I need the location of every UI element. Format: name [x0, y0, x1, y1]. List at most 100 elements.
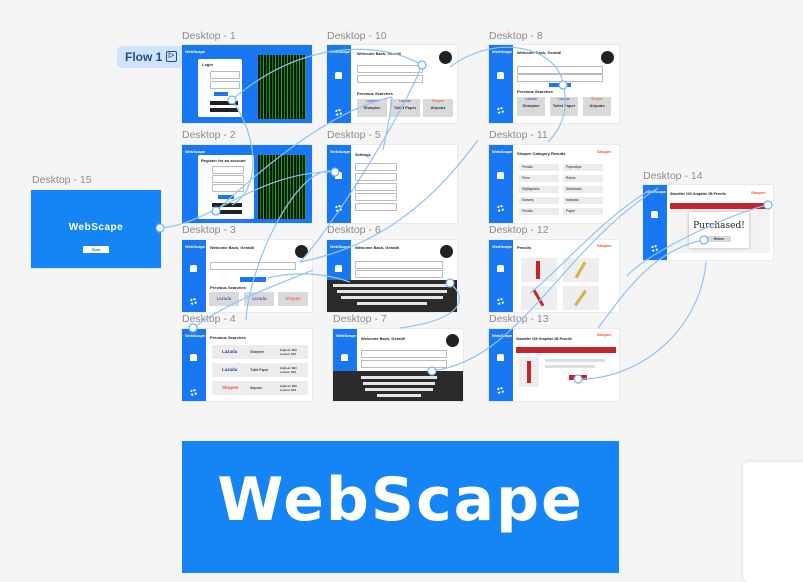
search-button[interactable] — [240, 277, 266, 282]
frame-label-desktop-3[interactable]: Desktop - 3 — [182, 224, 236, 236]
frame-desktop-11[interactable]: WebScape Shopee Category Results Shopee … — [489, 145, 619, 223]
frame-label-desktop-10[interactable]: Desktop - 10 — [327, 30, 387, 42]
home-icon[interactable] — [497, 265, 504, 272]
home-icon[interactable] — [190, 265, 197, 272]
category-item[interactable]: Rulers — [563, 175, 603, 182]
category-item[interactable]: Erasers — [519, 197, 559, 204]
search-input[interactable] — [517, 66, 603, 74]
frame-desktop-8[interactable]: WebScape Welcome Back, Gerald! Previous … — [489, 45, 619, 123]
search-input[interactable] — [357, 65, 423, 73]
settings-icon[interactable] — [190, 298, 197, 305]
category-input[interactable] — [357, 75, 423, 83]
search-history-row[interactable]: Lazada Toilet Paper Highest: $20 Lowest:… — [212, 363, 308, 377]
settings-icon[interactable] — [497, 107, 504, 114]
google-login-button[interactable] — [210, 101, 238, 105]
frame-label-desktop-5[interactable]: Desktop - 5 — [327, 129, 381, 141]
category-item[interactable]: Paper — [563, 208, 603, 215]
search-history-row[interactable]: Lazada Sharpiee Highest: $20 Lowest: $15 — [212, 345, 308, 359]
name-input[interactable] — [212, 166, 244, 174]
settings-icon[interactable] — [335, 109, 342, 116]
frame-desktop-4[interactable]: WebScape Previous Searches Lazada Sharpi… — [182, 329, 312, 401]
category-item[interactable]: Paperclips — [563, 164, 603, 171]
frame-desktop-5[interactable]: WebScape Settings — [327, 145, 457, 223]
frame-desktop-12[interactable]: WebScape Pencils Shopee — [489, 240, 619, 312]
user-avatar[interactable] — [440, 245, 453, 258]
settings-field[interactable] — [355, 183, 397, 191]
frame-desktop-6[interactable]: WebScape Welcome Back, Gerald! — [327, 240, 457, 312]
frame-desktop-13[interactable]: WebScape Staedtler 100 Graphite 2B Penci… — [489, 329, 619, 401]
settings-icon[interactable] — [651, 245, 658, 252]
product-tile[interactable] — [521, 258, 557, 282]
home-icon[interactable] — [335, 265, 342, 272]
frame-label-desktop-4[interactable]: Desktop - 4 — [182, 313, 236, 325]
register-button[interactable] — [218, 195, 234, 199]
product-tile[interactable] — [563, 286, 599, 310]
username-input[interactable] — [210, 71, 240, 79]
home-icon[interactable] — [497, 72, 504, 79]
category-item[interactable]: Pens — [519, 175, 559, 182]
onscreen-keyboard[interactable] — [327, 280, 457, 312]
user-avatar[interactable] — [439, 51, 452, 64]
frame-label-desktop-12[interactable]: Desktop - 12 — [489, 224, 549, 236]
frame-desktop-7[interactable]: WebScape Welcome Back, Gerald! — [333, 329, 463, 401]
user-avatar[interactable] — [446, 334, 459, 347]
frame-label-desktop-6[interactable]: Desktop - 6 — [327, 224, 381, 236]
category-input[interactable] — [517, 74, 603, 82]
settings-field[interactable] — [355, 203, 397, 211]
search-history-row[interactable]: Shopee Airpods Highest: $20 Lowest: $15 — [212, 381, 308, 395]
frame-desktop-10[interactable]: WebScape Welcome Back, Gerald! Previous … — [327, 45, 457, 123]
category-item[interactable]: Notepad — [563, 197, 603, 204]
frame-desktop-2[interactable]: WebScape Register for an account — [182, 145, 312, 223]
email-input[interactable] — [212, 175, 244, 183]
password-input[interactable] — [210, 81, 240, 89]
settings-icon[interactable] — [497, 298, 504, 305]
google-register-button[interactable] — [212, 203, 242, 207]
category-input[interactable] — [355, 270, 443, 278]
settings-field[interactable] — [355, 173, 397, 181]
settings-icon[interactable] — [190, 389, 197, 396]
buy-button[interactable] — [569, 375, 587, 380]
search-input[interactable] — [355, 261, 443, 269]
home-icon[interactable] — [335, 172, 342, 179]
settings-icon[interactable] — [335, 205, 342, 212]
category-item[interactable]: Notebooks — [563, 186, 603, 193]
category-item[interactable]: Highlighters — [519, 186, 559, 193]
home-icon[interactable] — [190, 354, 197, 361]
frame-label-desktop-2[interactable]: Desktop - 2 — [182, 129, 236, 141]
previous-search-card[interactable]: Lazada — [209, 292, 239, 306]
home-icon[interactable] — [651, 211, 658, 218]
home-icon[interactable] — [497, 354, 504, 361]
settings-icon[interactable] — [497, 387, 504, 394]
frame-label-desktop-13[interactable]: Desktop - 13 — [489, 313, 549, 325]
facebook-register-button[interactable] — [212, 210, 242, 214]
frame-desktop-14[interactable]: WebScape Staedtler 100 Graphite 2B Penci… — [643, 185, 773, 260]
category-item[interactable]: Pencils — [519, 164, 559, 171]
return-button[interactable]: Return — [707, 236, 731, 242]
home-icon[interactable] — [497, 172, 504, 179]
frame-desktop-15[interactable]: WebScape Start — [31, 190, 161, 268]
webscape-banner[interactable]: WebScape — [182, 441, 619, 573]
settings-icon[interactable] — [497, 205, 504, 212]
search-input[interactable] — [210, 262, 296, 270]
home-icon[interactable] — [335, 72, 342, 79]
frame-label-desktop-11[interactable]: Desktop - 11 — [489, 129, 548, 141]
product-tile[interactable] — [521, 286, 557, 310]
frame-label-desktop-1[interactable]: Desktop - 1 — [182, 30, 236, 42]
product-tile[interactable] — [563, 258, 599, 282]
frame-label-desktop-7[interactable]: Desktop - 7 — [333, 313, 387, 325]
frame-desktop-3[interactable]: WebScape Welcome Back, Gerald! Previous … — [182, 240, 312, 312]
previous-search-card[interactable]: Lazada — [244, 292, 274, 306]
password-input[interactable] — [212, 184, 244, 192]
user-avatar[interactable] — [601, 51, 614, 64]
frame-label-desktop-15[interactable]: Desktop - 15 — [32, 174, 92, 186]
settings-field[interactable] — [355, 163, 397, 171]
facebook-login-button[interactable] — [210, 108, 238, 112]
previous-search-card[interactable]: Shopee — [278, 292, 308, 306]
settings-field[interactable] — [355, 193, 397, 201]
search-button[interactable] — [549, 83, 571, 87]
